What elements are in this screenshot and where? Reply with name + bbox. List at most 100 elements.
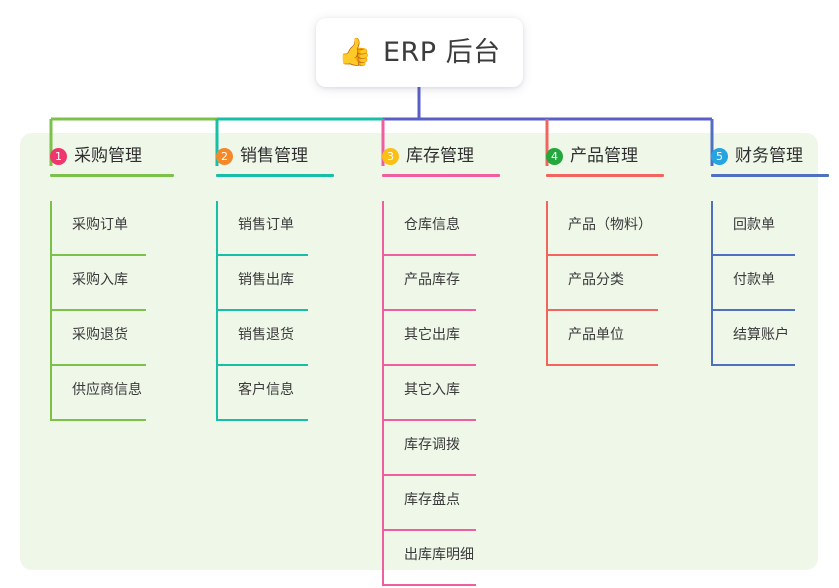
leaf-item-label: 仓库信息 bbox=[404, 217, 460, 233]
leaf-item[interactable]: 付款单 bbox=[697, 256, 803, 311]
leaf-item-label: 采购退货 bbox=[72, 327, 128, 343]
branch-header-rule bbox=[382, 174, 500, 177]
leaf-item[interactable]: 客户信息 bbox=[202, 366, 308, 421]
leaf-item-label: 产品库存 bbox=[404, 272, 460, 288]
leaf-item[interactable]: 出库库明细 bbox=[368, 531, 476, 586]
leaf-item-label: 付款单 bbox=[733, 272, 775, 288]
leaf-item-label: 供应商信息 bbox=[72, 382, 142, 398]
leaf-item-rule bbox=[546, 254, 658, 256]
leaf-item-label: 出库库明细 bbox=[404, 547, 474, 563]
leaf-item[interactable]: 销售订单 bbox=[202, 201, 308, 256]
leaf-item-rule bbox=[50, 419, 146, 421]
branch-header-5[interactable]: 5 财务管理 bbox=[697, 144, 829, 177]
branch-leaf-list: 采购订单采购入库采购退货供应商信息 bbox=[36, 201, 146, 421]
diagram-backdrop-panel bbox=[20, 133, 818, 570]
branch-header-rule bbox=[546, 174, 664, 177]
leaf-item-rule bbox=[382, 474, 476, 476]
leaf-item[interactable]: 采购退货 bbox=[36, 311, 146, 366]
leaf-item-rule bbox=[546, 364, 658, 366]
branch-header-rule bbox=[711, 174, 829, 177]
branch-spine bbox=[546, 201, 548, 366]
leaf-item-rule bbox=[216, 364, 308, 366]
branch-spine bbox=[50, 201, 52, 421]
branch-column-2: 2 销售管理销售订单销售出库销售退货客户信息 bbox=[202, 144, 334, 421]
branch-title: 库存管理 bbox=[406, 145, 474, 166]
branch-spine bbox=[711, 201, 713, 366]
branch-column-3: 3 库存管理仓库信息产品库存其它出库其它入库库存调拨库存盘点出库库明细 bbox=[368, 144, 500, 586]
branch-column-1: 1 采购管理采购订单采购入库采购退货供应商信息 bbox=[36, 144, 174, 421]
branch-number-badge: 1 bbox=[50, 147, 67, 165]
leaf-item-rule bbox=[546, 309, 658, 311]
leaf-item-label: 采购入库 bbox=[72, 272, 128, 288]
leaf-item-label: 其它入库 bbox=[404, 382, 460, 398]
leaf-item-label: 结算账户 bbox=[733, 327, 789, 343]
leaf-item-rule bbox=[216, 309, 308, 311]
leaf-item-rule bbox=[382, 529, 476, 531]
root-node-card[interactable]: 👍 ERP 后台 bbox=[316, 18, 523, 87]
thumbs-up-icon: 👍 bbox=[338, 37, 372, 68]
branch-title: 销售管理 bbox=[240, 145, 308, 166]
branch-header-4[interactable]: 4 产品管理 bbox=[532, 144, 664, 177]
leaf-item-label: 库存调拨 bbox=[404, 437, 460, 453]
branch-column-4: 4 产品管理产品（物料） 产品分类产品单位 bbox=[532, 144, 664, 366]
branch-header-rule bbox=[216, 174, 334, 177]
leaf-item-label: 销售订单 bbox=[238, 217, 294, 233]
leaf-item-rule bbox=[382, 584, 476, 586]
branch-leaf-list: 仓库信息产品库存其它出库其它入库库存调拨库存盘点出库库明细 bbox=[368, 201, 476, 586]
branch-leaf-list: 产品（物料） 产品分类产品单位 bbox=[532, 201, 658, 366]
leaf-item-rule bbox=[216, 419, 308, 421]
branch-number-badge: 2 bbox=[216, 147, 233, 165]
branch-header-3[interactable]: 3 库存管理 bbox=[368, 144, 500, 177]
leaf-item-label: 销售退货 bbox=[238, 327, 294, 343]
leaf-item-rule bbox=[711, 254, 795, 256]
leaf-item-rule bbox=[50, 364, 146, 366]
branch-spine bbox=[382, 201, 384, 586]
leaf-item[interactable]: 销售出库 bbox=[202, 256, 308, 311]
leaf-item[interactable]: 产品（物料） bbox=[532, 201, 658, 256]
leaf-item-rule bbox=[382, 364, 476, 366]
branch-title: 财务管理 bbox=[735, 145, 803, 166]
branch-header-1[interactable]: 1 采购管理 bbox=[36, 144, 174, 177]
leaf-item-rule bbox=[382, 254, 476, 256]
leaf-item-label: 产品（物料） bbox=[568, 217, 652, 233]
leaf-item[interactable]: 库存盘点 bbox=[368, 476, 476, 531]
leaf-item-rule bbox=[382, 309, 476, 311]
branch-leaf-list: 回款单付款单结算账户 bbox=[697, 201, 803, 366]
root-node-title: ERP 后台 bbox=[382, 37, 501, 68]
leaf-item[interactable]: 其它入库 bbox=[368, 366, 476, 421]
leaf-item-label: 其它出库 bbox=[404, 327, 460, 343]
leaf-item-label: 产品分类 bbox=[568, 272, 624, 288]
leaf-item-label: 回款单 bbox=[733, 217, 775, 233]
leaf-item-rule bbox=[382, 419, 476, 421]
leaf-item[interactable]: 结算账户 bbox=[697, 311, 803, 366]
leaf-item[interactable]: 产品分类 bbox=[532, 256, 658, 311]
leaf-item[interactable]: 仓库信息 bbox=[368, 201, 476, 256]
leaf-item[interactable]: 产品单位 bbox=[532, 311, 658, 366]
leaf-item-rule bbox=[50, 254, 146, 256]
branch-header-2[interactable]: 2 销售管理 bbox=[202, 144, 334, 177]
branch-number-badge: 4 bbox=[546, 147, 563, 165]
leaf-item[interactable]: 库存调拨 bbox=[368, 421, 476, 476]
leaf-item[interactable]: 销售退货 bbox=[202, 311, 308, 366]
leaf-item-rule bbox=[50, 309, 146, 311]
branch-spine bbox=[216, 201, 218, 421]
leaf-item-label: 采购订单 bbox=[72, 217, 128, 233]
leaf-item-label: 销售出库 bbox=[238, 272, 294, 288]
branch-number-badge: 5 bbox=[711, 147, 728, 165]
root-node-content: 👍 ERP 后台 bbox=[338, 39, 500, 66]
leaf-item-rule bbox=[711, 364, 795, 366]
branch-leaf-list: 销售订单销售出库销售退货客户信息 bbox=[202, 201, 308, 421]
branch-header-rule bbox=[50, 174, 174, 177]
branch-column-5: 5 财务管理回款单付款单结算账户 bbox=[697, 144, 829, 366]
leaf-item[interactable]: 采购订单 bbox=[36, 201, 146, 256]
leaf-item-rule bbox=[711, 309, 795, 311]
branch-title: 采购管理 bbox=[74, 145, 142, 166]
leaf-item[interactable]: 其它出库 bbox=[368, 311, 476, 366]
branch-number-badge: 3 bbox=[382, 147, 399, 165]
leaf-item[interactable]: 供应商信息 bbox=[36, 366, 146, 421]
leaf-item[interactable]: 采购入库 bbox=[36, 256, 146, 311]
leaf-item[interactable]: 产品库存 bbox=[368, 256, 476, 311]
branch-title: 产品管理 bbox=[570, 145, 638, 166]
leaf-item[interactable]: 回款单 bbox=[697, 201, 803, 256]
